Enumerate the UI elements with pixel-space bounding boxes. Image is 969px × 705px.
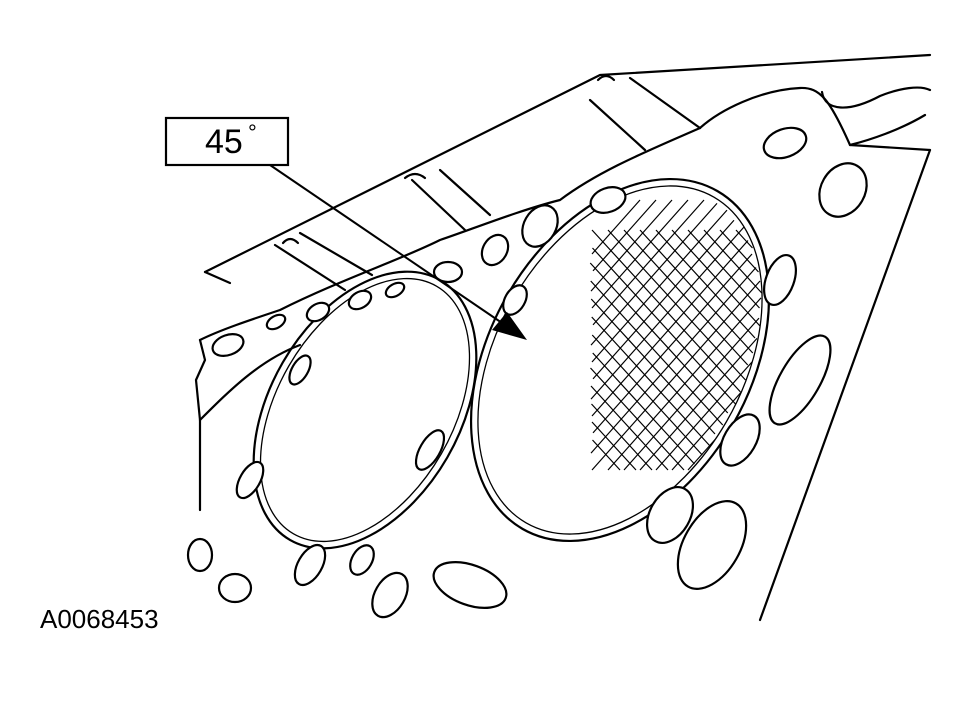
hatch-line xyxy=(592,199,657,272)
hatch-line xyxy=(591,334,703,456)
hatch-line xyxy=(590,199,673,292)
hatch-line xyxy=(590,298,716,435)
hatch-line xyxy=(592,219,735,380)
hatch-line xyxy=(671,229,761,327)
hatch-line xyxy=(590,267,757,454)
hatch-line xyxy=(623,229,749,366)
engine-block-outline xyxy=(203,53,932,292)
hatch-line xyxy=(592,439,621,471)
angle-unit: ° xyxy=(248,120,257,145)
hatch-line xyxy=(687,229,760,309)
hatch-line xyxy=(655,229,756,339)
hatch-line xyxy=(639,229,754,354)
crosshatch-pattern xyxy=(589,199,763,471)
hatch-line xyxy=(703,229,763,294)
hatch-line xyxy=(607,229,746,381)
cylinder-bore-left xyxy=(252,270,478,550)
hatch-line xyxy=(592,199,705,326)
hatch-line xyxy=(655,361,753,471)
hatch-line xyxy=(719,229,759,273)
hatch-line xyxy=(671,391,742,471)
angle-callout: 45 ° xyxy=(164,116,290,167)
hatch-line xyxy=(590,280,724,426)
hatch-line xyxy=(591,316,711,447)
hatch-line xyxy=(591,240,749,417)
hatch-line xyxy=(592,247,736,405)
hatch-line xyxy=(735,229,753,249)
hatch-line xyxy=(623,317,760,471)
hatch-line xyxy=(591,229,741,393)
hatch-line xyxy=(591,199,641,255)
hatch-line xyxy=(687,439,716,471)
hatch-line xyxy=(592,253,753,434)
callout-box xyxy=(164,116,290,167)
leader-arrow xyxy=(269,164,527,340)
figure-id: A0068453 xyxy=(40,604,159,634)
arrow-head-icon xyxy=(492,312,527,340)
hatch-line xyxy=(590,202,718,346)
hatch-line xyxy=(639,337,758,471)
angle-value: 45 xyxy=(205,123,243,161)
hatch-line xyxy=(589,262,729,414)
gasket-holes xyxy=(186,126,868,619)
hatch-line xyxy=(591,199,689,309)
hatch-line xyxy=(607,297,762,471)
